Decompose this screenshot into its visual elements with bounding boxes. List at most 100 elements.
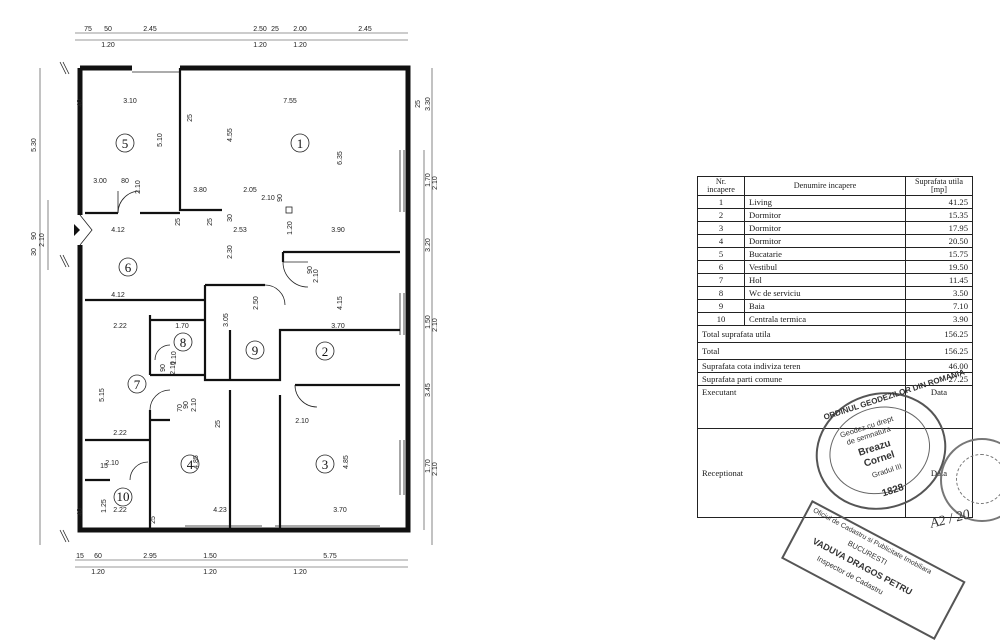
dimension-label: 2.05 bbox=[243, 187, 257, 194]
row-name: Dormitor bbox=[744, 208, 906, 222]
dimension-label: 60 bbox=[94, 553, 102, 560]
row-nr: 7 bbox=[697, 273, 745, 287]
svg-text:2: 2 bbox=[322, 344, 329, 359]
dimension-label: 25 bbox=[150, 516, 157, 524]
row-area: 11.45 bbox=[905, 273, 973, 287]
dimension-label: 2.45 bbox=[143, 26, 157, 33]
dimension-label: 1.70 bbox=[425, 173, 432, 187]
dimension-label: 90 bbox=[277, 194, 284, 202]
dimension-label: 3.00 bbox=[93, 178, 107, 185]
dimension-label: 3.20 bbox=[425, 238, 432, 252]
dimension-label: 25 bbox=[175, 218, 182, 226]
window-marks bbox=[59, 61, 293, 543]
dimension-label: 40 bbox=[77, 508, 84, 516]
dimension-label: 2.53 bbox=[233, 227, 247, 234]
dimension-label: 1.50 bbox=[203, 553, 217, 560]
room-2-label: 2 bbox=[315, 341, 335, 361]
dimension-label: 1.20 bbox=[203, 569, 217, 576]
dimension-label: 40 bbox=[77, 99, 84, 107]
row-name: Centrala termica bbox=[744, 312, 906, 326]
dimension-label: 70 bbox=[177, 404, 184, 412]
row-area: 15.75 bbox=[905, 247, 973, 261]
room-10-label: 10 bbox=[113, 487, 133, 507]
dimension-label: 2.10 bbox=[191, 398, 198, 412]
dimension-label: 2.10 bbox=[261, 195, 275, 202]
dimension-label: 75 bbox=[84, 26, 92, 33]
dimension-label: 2.22 bbox=[113, 430, 127, 437]
room-8-label: 8 bbox=[173, 332, 193, 352]
row-area: 15.35 bbox=[905, 208, 973, 222]
total-value: 156.25 bbox=[905, 342, 973, 360]
row-nr: 8 bbox=[697, 286, 745, 300]
row-name: Vestibul bbox=[744, 260, 906, 274]
row-nr: 1 bbox=[697, 195, 745, 209]
header-area: Suprafata utila [mp] bbox=[905, 176, 973, 196]
dimension-label: 1.20 bbox=[101, 42, 115, 49]
dimension-label: 2.50 bbox=[253, 26, 267, 33]
dimension-label: 5.30 bbox=[31, 138, 38, 152]
dimension-label: 4.15 bbox=[337, 296, 344, 310]
dimension-label: 2.10 bbox=[313, 269, 320, 283]
row-area: 3.90 bbox=[905, 312, 973, 326]
dimension-label: 2.10 bbox=[135, 180, 142, 194]
dimension-label: 80 bbox=[121, 178, 129, 185]
dimension-label: 25 bbox=[215, 420, 222, 428]
total-utila-value: 156.25 bbox=[905, 325, 973, 343]
room-labels: 1 2 3 4 5 6 7 8 9 10 bbox=[113, 133, 335, 507]
room-4-label: 4 bbox=[180, 454, 200, 474]
row-name: Baia bbox=[744, 299, 906, 313]
dimension-label: 4.85 bbox=[343, 455, 350, 469]
dimension-label: 1.70 bbox=[175, 323, 189, 330]
svg-text:10: 10 bbox=[117, 489, 130, 504]
dimension-label: 1.20 bbox=[293, 42, 307, 49]
dimension-label: 6.35 bbox=[337, 151, 344, 165]
svg-text:1: 1 bbox=[297, 136, 304, 151]
dimension-label: 1.50 bbox=[425, 315, 432, 329]
total-utila-label: Total suprafata utila bbox=[697, 325, 906, 343]
row-nr: 4 bbox=[697, 234, 745, 248]
svg-text:7: 7 bbox=[134, 377, 141, 392]
svg-text:5: 5 bbox=[122, 136, 129, 151]
row-nr: 10 bbox=[697, 312, 745, 326]
dimension-label: 2.10 bbox=[432, 462, 439, 476]
dimension-label: 90 bbox=[31, 232, 38, 240]
row-area: 17.95 bbox=[905, 221, 973, 235]
dimension-label: 25 bbox=[207, 218, 214, 226]
dimension-label: 3.30 bbox=[425, 97, 432, 111]
room-9-label: 9 bbox=[245, 340, 265, 360]
dimension-label: 2.10 bbox=[295, 418, 309, 425]
dimension-label: 7.55 bbox=[283, 98, 297, 105]
svg-text:4: 4 bbox=[187, 457, 194, 472]
row-name: Hol bbox=[744, 273, 906, 287]
dimension-label: 50 bbox=[104, 26, 112, 33]
dimension-label: 1.20 bbox=[91, 569, 105, 576]
room-5-label: 5 bbox=[115, 133, 135, 153]
room-1-label: 1 bbox=[290, 133, 310, 153]
dimension-label: 90 bbox=[160, 364, 167, 372]
dimension-label: 1.20 bbox=[253, 42, 267, 49]
dimension-label: 5.75 bbox=[323, 553, 337, 560]
dimension-label: 5.10 bbox=[157, 133, 164, 147]
svg-text:9: 9 bbox=[252, 343, 259, 358]
row-nr: 5 bbox=[697, 247, 745, 261]
comune-label: Suprafata parti comune bbox=[697, 372, 906, 386]
total-row: Total 156.25 bbox=[697, 342, 973, 360]
dimension-label: 2.30 bbox=[227, 245, 234, 259]
dimension-label: 4.23 bbox=[213, 507, 227, 514]
svg-text:6: 6 bbox=[125, 260, 132, 275]
dimension-label: 2.45 bbox=[358, 26, 372, 33]
row-nr: 6 bbox=[697, 260, 745, 274]
row-name: Wc de serviciu bbox=[744, 286, 906, 300]
dimension-label: 2.50 bbox=[253, 296, 260, 310]
dimension-label: 3.10 bbox=[123, 98, 137, 105]
dimension-label: 1.20 bbox=[287, 221, 294, 235]
dimension-label: 30 bbox=[31, 248, 38, 256]
